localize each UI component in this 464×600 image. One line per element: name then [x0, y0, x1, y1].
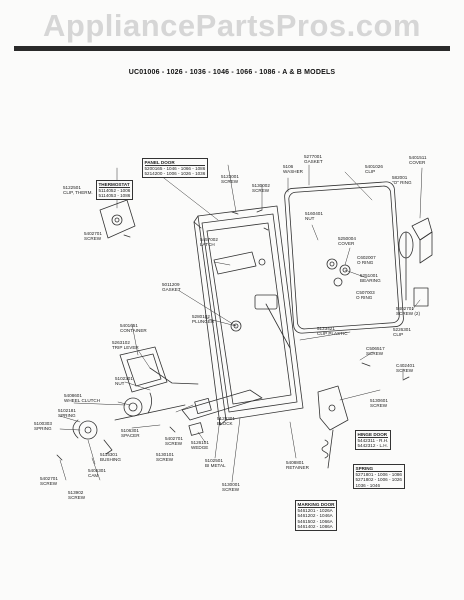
label-5226301: 5226301 CLIP [393, 327, 411, 338]
label-hinge-door: HINGE DOOR 5442311 - R.H. 5442312 - L.H. [355, 430, 391, 451]
label-5405301: 5405301 CAM [88, 468, 106, 479]
models-title: UC01006 - 1026 - 1036 - 1046 - 1066 - 10… [128, 69, 336, 76]
label-5106301: 5106301 SPACER [121, 428, 140, 439]
label-5250004: 5250004 COVER [338, 236, 356, 247]
label-5401026: 5401026 CLIP [365, 164, 383, 175]
latch-mechanism-drawing [213, 251, 291, 349]
label-5277001: 5277001 GASKET [304, 154, 323, 165]
header-rule [14, 46, 450, 51]
bimetal-block-drawing [181, 389, 263, 436]
label-5130601: 5130601 SCREW [370, 398, 388, 409]
label-C402401: C402401 SCREW [396, 363, 415, 374]
label-5402701-b: 5402701 SCREW (2) [396, 306, 420, 317]
cover-assembly-drawing [326, 217, 433, 307]
label-5123421: 5123421 CLIP PLASTIC [317, 326, 348, 337]
label-5130002: 5130002 SCREW [252, 183, 270, 194]
label-5401651: 5401651 CONTAINER [120, 323, 147, 334]
label-5402701-d: 5402701 SCREW [40, 476, 58, 487]
container-drawing [119, 346, 199, 393]
label-5115301: 5115301 BUSHING [100, 452, 121, 463]
label-5126101: 5126101 WEDGE [191, 440, 209, 451]
label-5100303: 5100303 SPRING [34, 421, 52, 432]
gasket-drawing [284, 181, 404, 334]
label-5123001: 5123001 SCREW [221, 174, 239, 185]
label-C507003: C507003 O RING [356, 290, 375, 301]
label-5102301: 5102301 NUT [115, 376, 133, 387]
label-5130001: 5130001 SCREW [222, 482, 240, 493]
label-5102501: 5102501 BI METAL [205, 458, 226, 469]
label-5408801: 5408801 RETAINER [286, 460, 309, 471]
thermostat-drawing [99, 199, 136, 239]
label-5251001: 5251001 BEARING [360, 273, 381, 284]
label-5402701-c: 5402701 SCREW [165, 436, 183, 447]
label-5106: 5106 WASHER [283, 164, 303, 175]
label-5263102: 5263102 TRIP LEVER [112, 340, 139, 351]
label-C506517: C506517 SCREW [366, 346, 385, 357]
hinge-drawing [317, 385, 349, 469]
leader-lines [59, 164, 423, 483]
label-5457002: 5457002 LATCH [200, 237, 218, 248]
label-5280102: 5280102 PLUNGER [192, 314, 215, 325]
label-panel-door: PANEL DOOR 5200165 - 1046 - 1066 - 1086 … [142, 158, 208, 179]
watermark: AppliancePartsPros.com [43, 8, 421, 43]
label-513902: 513902 SCREW [68, 490, 86, 501]
label-C602007: C602007 O RING [357, 255, 376, 266]
door-panel-drawing [193, 205, 304, 426]
label-5402701-a: 5402701 SCREW [84, 231, 102, 242]
label-5128301: 5128301 BLOCK [217, 416, 235, 427]
label-5401511: 5401511 COVER [409, 155, 427, 166]
clutch-cam-drawing [72, 392, 186, 455]
label-5408601: 5408601 WHEEL CLUTCH [64, 393, 101, 404]
label-5011209: 5011209 GASKET [162, 282, 181, 293]
label-5122501: 5122501 CLIP, THERM. [63, 185, 93, 196]
label-5160401: 5160401 NUT [305, 211, 323, 222]
label-5130101: 5130101 SCREW [156, 452, 174, 463]
label-5102181: 5102181 SPRING [58, 408, 76, 419]
label-582001: 582001 "O" RING [392, 175, 412, 186]
label-spring-box: SPRING 5271801 - 1006 - 1086 5271802 - 1… [353, 464, 405, 490]
screws-drawing [56, 209, 410, 461]
label-marking-door: MARKING DOOR 5461201 - 1026A 5461202 - 1… [295, 500, 338, 531]
label-thermostat: THERMOSTAT 5114052 - 1006 5114053 - 1086 [96, 180, 133, 201]
